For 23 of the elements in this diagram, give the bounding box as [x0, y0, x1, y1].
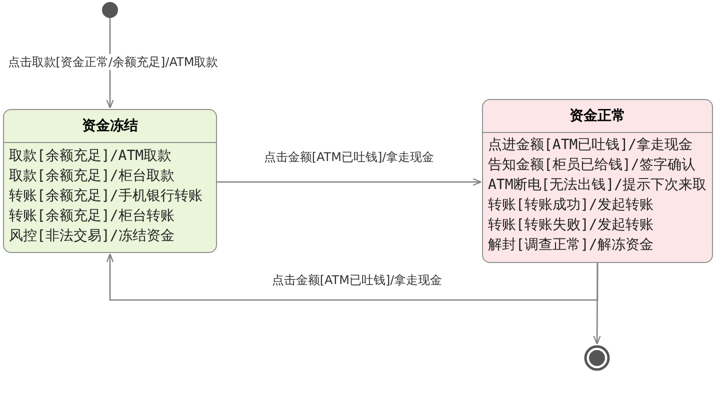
state-name: 资金正常: [570, 107, 626, 126]
state-name: 资金冻结: [82, 117, 138, 136]
edge-label: 点击金额[ATM已吐钱]/拿走现金: [262, 149, 436, 165]
arrow: [106, 253, 598, 301]
state-box: [3, 109, 217, 253]
final-state-marker: [584, 345, 610, 371]
transition-text: 转账[转账失败]/发起转账: [488, 216, 654, 234]
arrow: [217, 178, 482, 186]
transition-text: 取款[余额充足]/ATM取款: [9, 147, 172, 165]
transition-text: 风控[非法交易]/冻结资金: [9, 227, 174, 245]
transition-text: 转账[余额充足]/手机银行转账: [9, 187, 202, 205]
transition-text: 转账[余额充足]/柜台转账: [9, 207, 174, 225]
transition-text: 转账[转账成功]/发起转账: [488, 196, 654, 214]
transition-text: 解封[调查正常]/解冻资金: [488, 236, 654, 254]
transition-text: 点进金额[ATM已吐钱]/拿走现金: [488, 136, 693, 154]
transition-text: ATM断电[无法出钱]/提示下次来取: [488, 176, 707, 194]
arrow: [593, 263, 601, 345]
edge-label: 点击金额[ATM已吐钱]/拿走现金: [270, 272, 444, 288]
initial-state-dot: [102, 2, 118, 18]
state-box: [482, 99, 713, 263]
transition-text: 取款[余额充足]/柜台取款: [9, 167, 174, 185]
transition-text: 告知金额[柜员已给钱]/签字确认: [488, 156, 696, 174]
edge-label: 点击取款[资金正常/余额充足]/ATM取款: [6, 54, 220, 70]
